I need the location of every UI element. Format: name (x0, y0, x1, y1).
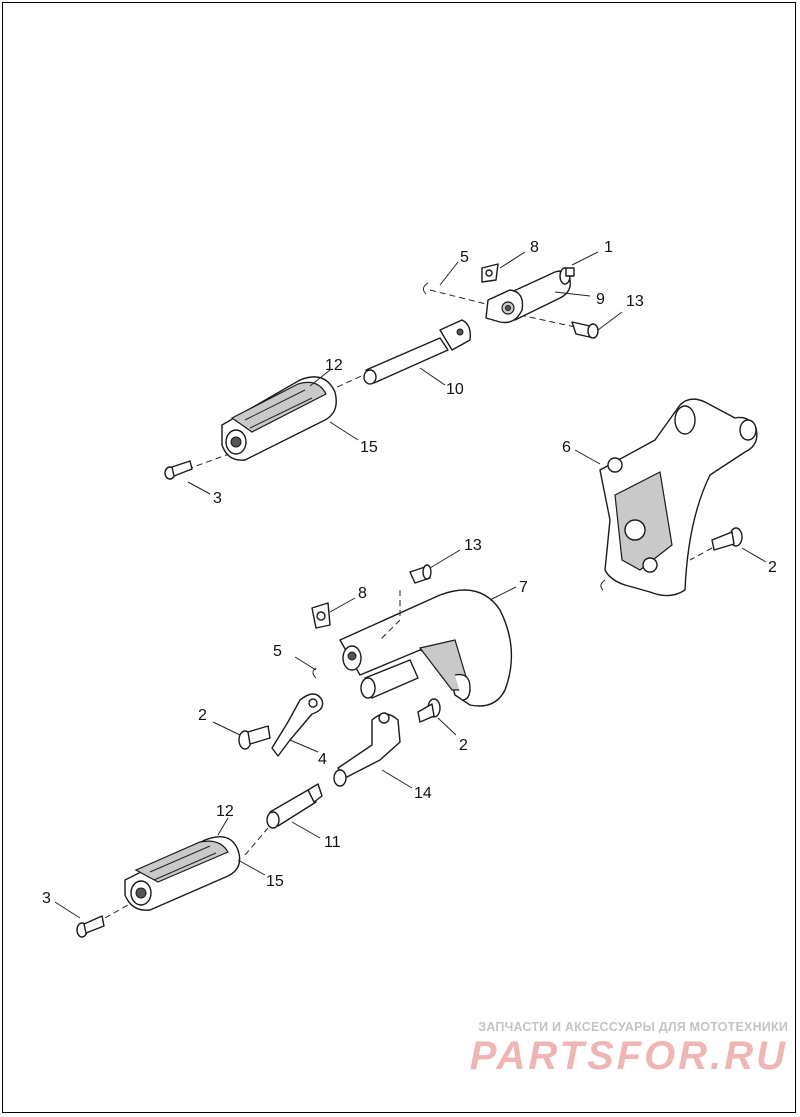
callout-10: 10 (446, 381, 464, 398)
callout-8-bottom: 8 (358, 585, 367, 602)
callout-12-top: 12 (325, 357, 343, 374)
callout-15-top: 15 (360, 439, 378, 456)
callout-15-bottom: 15 (266, 873, 284, 890)
shift-link-part (271, 693, 324, 757)
callout-3-top: 3 (213, 490, 222, 507)
watermark: ЗАПЧАСТИ И АКСЕССУАРЫ ДЛЯ МОТОТЕХНИКИ PA… (470, 1020, 788, 1078)
screw-part (164, 460, 193, 480)
lower-clevis-pin-part (409, 564, 432, 584)
top-assembly (164, 251, 623, 495)
callout-4: 4 (318, 751, 327, 768)
callout-6: 6 (562, 439, 571, 456)
callout-2-bracket: 2 (768, 559, 777, 576)
lower-rod-part (266, 783, 323, 829)
callout-8-top: 8 (530, 239, 539, 256)
callout-13-bottom: 13 (464, 537, 482, 554)
mounting-bracket (574, 398, 767, 597)
callout-5-bottom: 5 (273, 643, 282, 660)
callout-labels: 1 5 8 9 13 12 10 15 3 6 2 13 7 8 5 2 2 4… (42, 239, 777, 907)
callout-9: 9 (596, 291, 605, 308)
callout-2-left: 2 (198, 707, 207, 724)
callout-2-right: 2 (459, 737, 468, 754)
callout-5-top: 5 (460, 249, 469, 266)
callout-11: 11 (324, 834, 341, 851)
callout-12-bottom: 12 (216, 803, 234, 820)
rod-part (363, 319, 472, 385)
clevis-pin-part (571, 321, 599, 339)
lower-footpeg-part (124, 836, 241, 911)
footpeg-part (221, 376, 337, 461)
spindle-part (333, 712, 401, 787)
lower-assembly (54, 549, 517, 938)
callout-13-top: 13 (626, 293, 644, 310)
watermark-tagline: ЗАПЧАСТИ И АКСЕССУАРЫ ДЛЯ МОТОТЕХНИКИ (478, 1020, 788, 1034)
shift-arm-part (339, 589, 513, 707)
washer-hole (485, 269, 493, 277)
clip-part (422, 282, 429, 295)
callout-7: 7 (519, 579, 528, 596)
callout-14: 14 (414, 785, 432, 802)
callout-1: 1 (604, 239, 613, 256)
callout-3-bottom: 3 (42, 890, 51, 907)
clevis-part (485, 289, 524, 324)
watermark-brand: PARTSFOR.RU (469, 1034, 788, 1078)
